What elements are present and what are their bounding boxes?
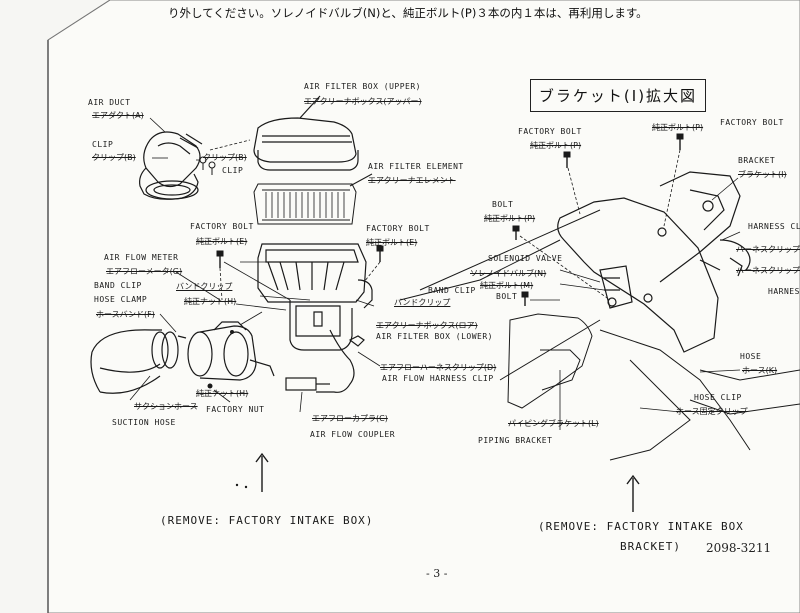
label-clip-jp-2: クリップ(B) [203,153,247,162]
label-factory-bolt-3-jp: 純正ボルト(P) [530,141,582,150]
label-solenoid-valve: SOLENOID VALVE [488,254,563,263]
detail-title-box: ブラケット(I)拡大図 [530,79,706,112]
label-air-flow-meter-jp: エアフローメータ(G) [106,267,183,276]
label-harness-clip-3-jp: ハーネスクリップ(J) [736,266,800,275]
nut-parts [207,330,234,389]
label-air-filter-box-lower: AIR FILTER BOX (LOWER) [376,332,493,341]
suction-hose [90,329,162,394]
label-air-filter-element: AIR FILTER ELEMENT [368,162,464,171]
label-bracket-jp: ブラケット(I) [738,170,787,179]
pipe-lines [399,209,800,461]
label-bolt-2-jp: 純正ボルト(M) [480,281,534,290]
label-factory-bolt-3: FACTORY BOLT [518,127,582,136]
label-solenoid-valve-jp: ソレノイドバルブ(N) [470,269,547,278]
label-piping-bracket: PIPING BRACKET [478,436,553,445]
label-harness-3: HARNESS [768,287,800,296]
leader-lines-left [149,117,251,161]
label-factory-bolt-4: FACTORY BOLT [720,118,784,127]
label-clip-2: CLIP [222,166,244,175]
label-band-clip: BAND CLIP [94,281,142,290]
label-hose-clip-jp: ホース固定クリップ [676,407,748,416]
label-factory-bolt-2-jp: 純正ボルト(E) [366,238,418,247]
leader-lines-mid [219,261,381,311]
air-flow-meter [187,321,275,381]
header-text: り外してください。ソレノイドバルブ(N)と、純正ボルト(P)３本の内１本は、再利… [168,6,648,20]
note-remove-bracket-line2: BRACKET) [620,540,681,553]
label-hose-clamp: HOSE CLAMP [94,295,148,304]
label-clip: CLIP [92,140,114,149]
label-harness-clip-jp: エアフローハーネスクリップ(D) [380,363,497,372]
label-band-clip-2-jp: バンドクリップ [394,298,451,307]
note-remove-bracket-line1: (REMOVE: FACTORY INTAKE BOX [538,520,744,533]
up-arrow-right [626,474,640,512]
bracket-detail [557,171,751,353]
leader-lines-right [519,149,741,430]
label-air-filter-element-jp: エアクリーナエレメント [368,176,456,185]
page-number: - 3 - [426,567,448,580]
label-bracket: BRACKET [738,156,776,165]
label-factory-bolt-4-jp: 純正ボルト(P) [652,123,704,132]
label-air-duct-jp: エアダクト(A) [92,111,144,120]
label-bolt-1: BOLT [492,200,514,209]
doc-code: 2098-3211 [706,541,772,555]
bolts-right [512,133,684,306]
label-air-flow-meter: AIR FLOW METER [104,253,179,262]
label-air-duct: AIR DUCT [88,98,131,107]
label-factory-bolt-1: FACTORY BOLT [190,222,254,231]
label-suction-hose-jp: サクションホース [134,402,198,411]
label-harness-clip: AIR FLOW HARNESS CLIP [382,374,494,383]
harness-wire [285,329,365,393]
label-band-clip-2: BAND CLIP [428,286,476,295]
label-band-clip-jp: バンドクリップ [176,282,233,291]
label-air-filter-box-upper: AIR FILTER BOX (UPPER) [304,82,421,91]
label-piping-bracket-jp: パイピングブラケット(L) [508,419,599,428]
label-hose: HOSE [740,352,762,361]
label-bolt-1-jp: 純正ボルト(P) [484,214,536,223]
label-clip-jp: クリップ(B) [92,153,136,162]
clip-parts [199,156,216,175]
label-factory-nut-jp-1: 純正ナット(H) [184,297,237,306]
label-suction-hose: SUCTION HOSE [112,418,176,427]
label-factory-nut-jp-2: 純正ナット(H) [196,389,249,398]
leader-lines-harness [299,351,381,413]
label-air-filter-box-upper-jp: エアクリーナボックス(アッパー) [304,97,422,106]
air-filter-box-lower [257,243,373,351]
up-arrow-left [255,452,269,492]
label-harness-clip-2-jp: ハーネスクリップ(J) [736,245,800,254]
leader-lines-meter [129,271,263,403]
label-air-filter-box-lower-jp: エアクリーナボックス(ロア) [376,321,478,330]
air-filter-box-upper [253,95,359,171]
label-air-flow-coupler: AIR FLOW COUPLER [310,430,396,439]
air-duct-part [139,131,203,200]
hose-clamp [151,331,187,369]
factory-bolts-left [216,245,384,268]
label-hose-clamp-jp: ホースバンド(F) [96,310,155,319]
label-factory-nut: FACTORY NUT [206,405,265,414]
label-harness-clip-2: HARNESS CLIP [748,222,800,231]
label-bolt-2: BOLT [496,292,518,301]
label-hose-clip: HOSE CLIP [694,393,742,402]
label-hose-jp: ホース(K) [742,366,778,375]
label-factory-bolt-2: FACTORY BOLT [366,224,430,233]
label-air-flow-coupler-jp: エアフローカプラ(C) [312,414,388,423]
note-remove-intake-box: (REMOVE: FACTORY INTAKE BOX) [160,514,374,527]
label-factory-bolt-1-jp: 純正ボルト(E) [196,237,248,246]
air-filter-element [253,173,373,225]
